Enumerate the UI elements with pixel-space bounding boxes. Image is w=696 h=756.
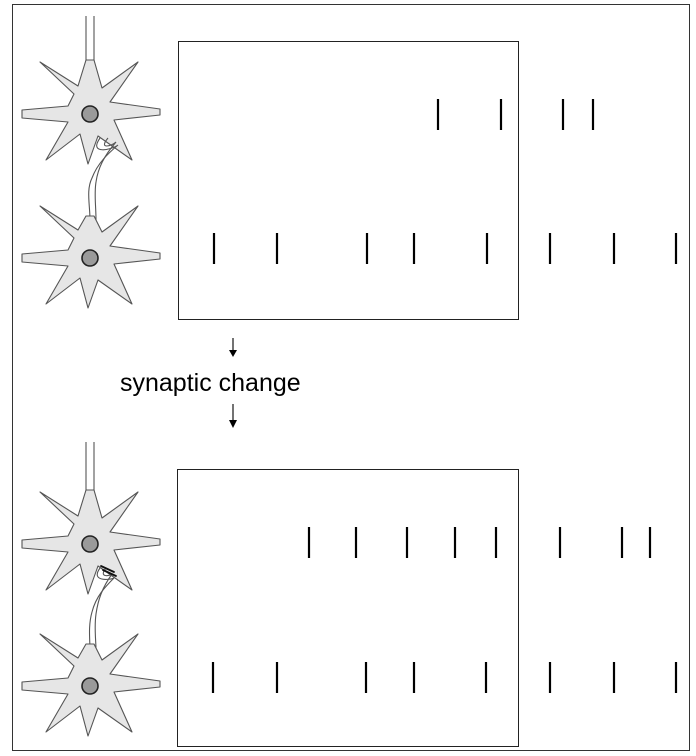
neuron-icon — [21, 442, 161, 595]
outer-border — [12, 4, 690, 751]
panel-after — [21, 442, 678, 747]
arrow-down-icon — [229, 404, 237, 428]
neuron-icon — [21, 205, 161, 309]
synapse-icon — [100, 565, 117, 577]
caption-synaptic-change: synaptic change — [120, 369, 301, 397]
panel-before — [21, 16, 678, 320]
arrow-down-icon — [229, 338, 237, 357]
spike-train-before-lower — [212, 233, 678, 264]
nucleus — [81, 535, 99, 553]
neuron-icon — [21, 633, 161, 737]
recording-frame-before — [178, 41, 519, 320]
recording-frame-after — [177, 469, 519, 747]
spike-train-before-upper — [436, 99, 595, 130]
nucleus — [81, 677, 99, 695]
axon-inner — [94, 137, 117, 221]
spike-train-after-lower — [211, 662, 678, 693]
neuron-icon — [21, 16, 161, 165]
spike-train-after-upper — [307, 527, 652, 558]
nucleus — [81, 105, 99, 123]
axon-inner — [94, 567, 113, 651]
nucleus — [81, 249, 99, 267]
